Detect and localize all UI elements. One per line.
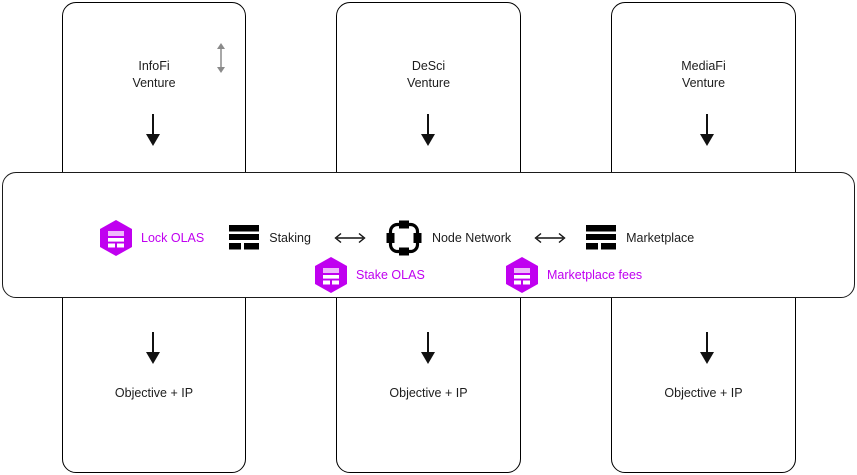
down-arrow-desci-bottom [417,330,439,371]
stack-hexagon-icon[interactable] [99,219,133,257]
left-right-arrow-icon-1 [332,231,368,245]
venture-title-desci: DeSci Venture [338,58,519,91]
venture-title-line2: Venture [406,75,451,90]
band-top-row: Lock OLAS Staking [99,219,694,257]
objective-label-desci: Objective + IP [389,386,468,400]
stack-hexagon-icon[interactable] [505,256,539,294]
stack-hexagon-icon[interactable] [314,256,348,294]
left-right-arrow-icon-2 [532,231,568,245]
band-label-marketplace: Marketplace [626,231,695,245]
venture-title-line2: Venture [681,75,726,90]
venture-title-infofi: InfoFi Venture [64,58,244,91]
band-bottom-item-marketplace-fees: Marketplace fees [505,256,642,294]
updown-arrow-infofi [212,42,230,79]
venture-title-mediafi: MediaFi Venture [613,58,794,91]
down-arrow-desci-top [417,112,439,153]
node-network-icon[interactable] [386,220,422,256]
down-arrow-infofi-top [142,112,164,153]
central-band [2,172,855,298]
down-arrow-mediafi-top [696,112,718,153]
stack-bars-icon-marketplace[interactable] [586,225,617,251]
stack-bars-icon-staking[interactable] [229,225,260,251]
band-bottom-item-stake-olas: Stake OLAS [314,256,425,294]
down-arrow-infofi-bottom [142,330,164,371]
band-label-marketplace-fees: Marketplace fees [547,268,643,282]
band-label-node-network: Node Network [431,231,512,245]
venture-title-line1: MediaFi [681,59,726,73]
venture-title-line1: InfoFi [138,59,170,73]
objective-label-mediafi: Objective + IP [664,386,743,400]
down-arrow-mediafi-bottom [696,330,718,371]
venture-title-line2: Venture [132,75,176,90]
venture-title-line1: DeSci [411,59,446,73]
band-label-stake-olas: Stake OLAS [356,268,425,282]
objective-label-infofi: Objective + IP [114,386,194,400]
band-label-staking: Staking [269,231,311,245]
band-label-lock-olas: Lock OLAS [141,231,205,245]
